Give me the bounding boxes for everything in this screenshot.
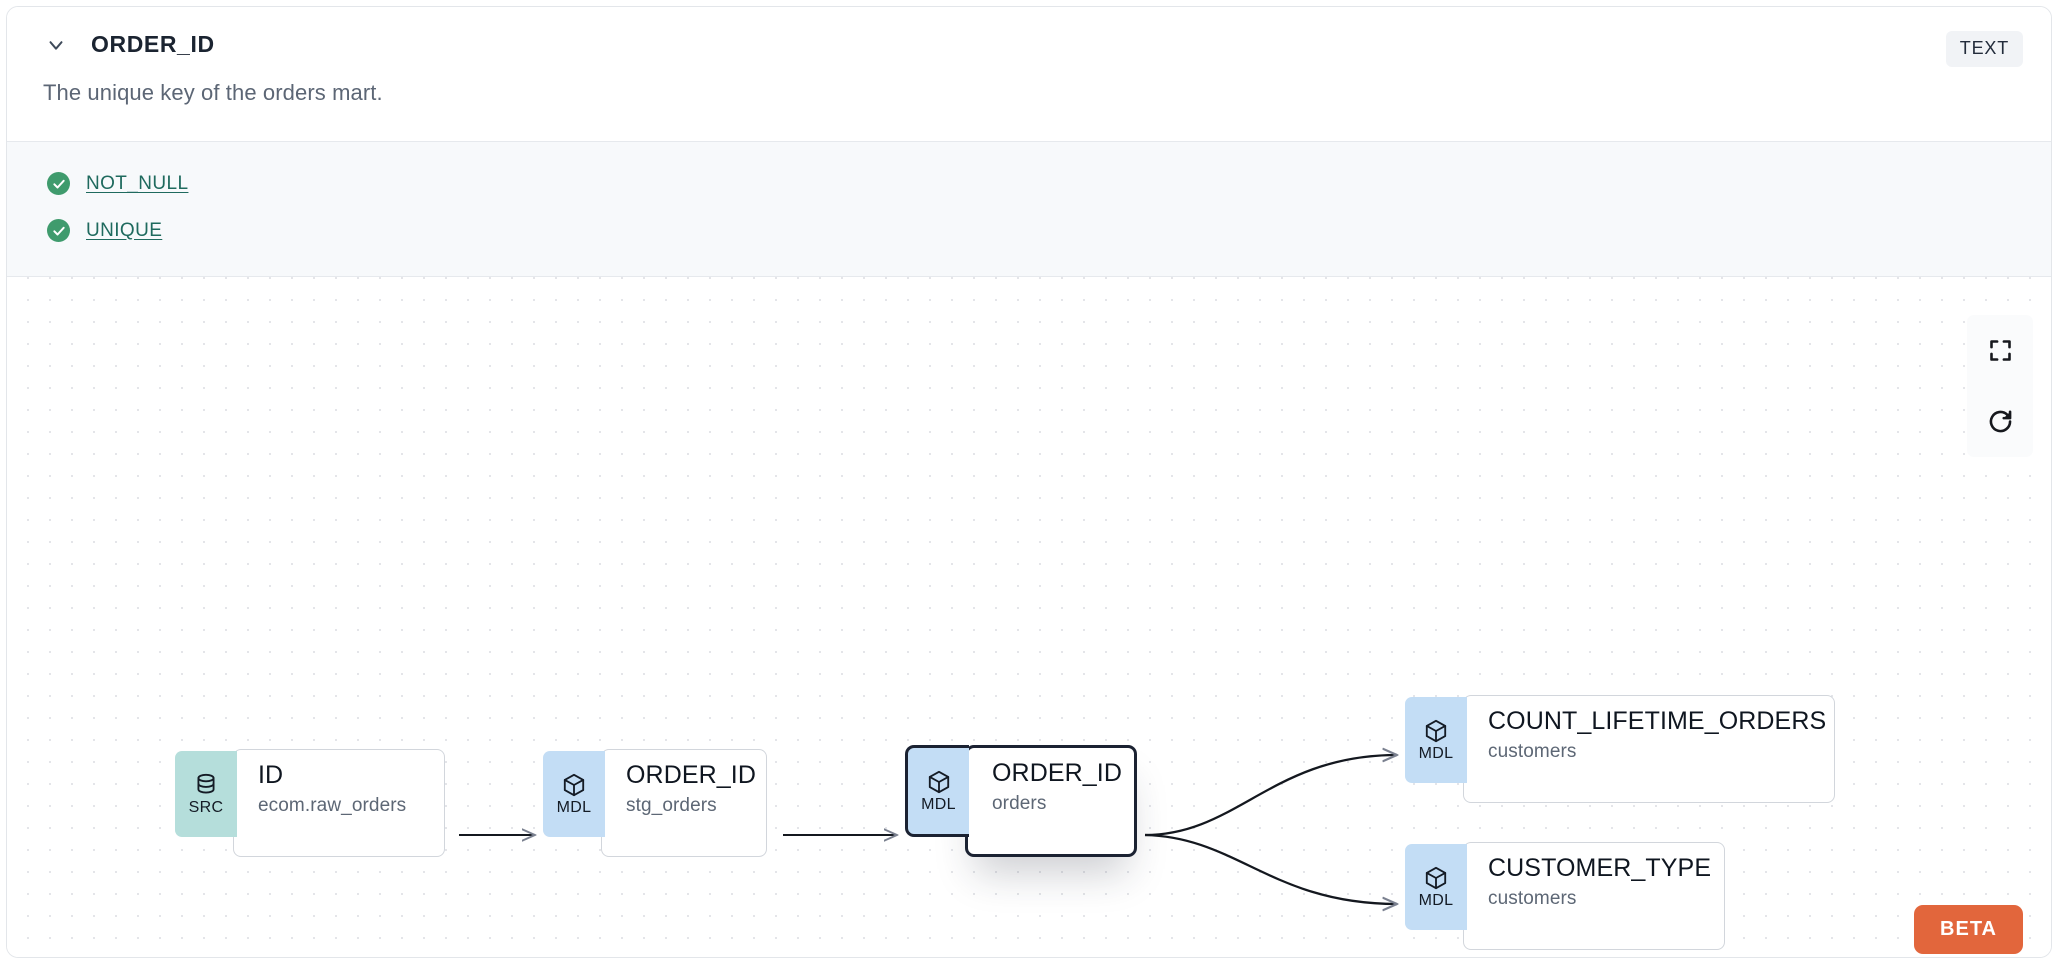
data-type-badge: TEXT bbox=[1945, 31, 2023, 67]
node-parent: customers bbox=[1488, 887, 1577, 909]
cube-icon bbox=[563, 773, 585, 797]
canvas-controls bbox=[1967, 315, 2033, 457]
tests-section: NOT_NULL UNIQUE bbox=[7, 142, 2051, 277]
lineage-node-stg[interactable]: MDL ORDER_ID stg_orders bbox=[543, 749, 767, 857]
node-badge-label: MDL bbox=[921, 796, 956, 813]
refresh-icon bbox=[1989, 410, 2011, 433]
cube-icon bbox=[1425, 719, 1447, 743]
node-badge-label: MDL bbox=[1418, 892, 1454, 909]
lineage-node-src[interactable]: SRC ID ecom.raw_orders bbox=[175, 749, 445, 857]
node-parent: ecom.raw_orders bbox=[258, 794, 407, 816]
check-circle-icon bbox=[47, 172, 70, 195]
node-body: ID ecom.raw_orders bbox=[233, 749, 445, 857]
node-name: CUSTOMER_TYPE bbox=[1488, 854, 1712, 882]
node-name: ID bbox=[258, 761, 284, 789]
node-body: ORDER_ID stg_orders bbox=[601, 749, 767, 857]
refresh-button[interactable] bbox=[1967, 386, 2033, 457]
column-detail-panel: ORDER_ID TEXT The unique key of the orde… bbox=[6, 6, 2052, 958]
node-badge-mdl: MDL bbox=[905, 745, 969, 837]
test-link-unique[interactable]: UNIQUE bbox=[86, 219, 163, 241]
page-title: ORDER_ID bbox=[91, 31, 215, 57]
check-circle-icon bbox=[47, 219, 70, 242]
node-parent: orders bbox=[992, 792, 1047, 814]
fit-screen-icon bbox=[1989, 340, 2011, 361]
node-badge-label: SRC bbox=[188, 799, 224, 816]
database-icon bbox=[197, 773, 215, 794]
cube-icon bbox=[1425, 866, 1447, 890]
test-row[interactable]: NOT_NULL bbox=[7, 160, 2051, 207]
fit-view-button[interactable] bbox=[1967, 315, 2033, 386]
lineage-node-customer-type[interactable]: MDL CUSTOMER_TYPE customers bbox=[1405, 842, 1725, 950]
title-row: ORDER_ID bbox=[7, 7, 2051, 58]
cube-icon bbox=[928, 770, 949, 794]
beta-badge[interactable]: BETA bbox=[1914, 905, 2023, 954]
node-badge-label: MDL bbox=[1418, 745, 1454, 762]
node-body: CUSTOMER_TYPE customers bbox=[1463, 842, 1725, 950]
node-badge-mdl: MDL bbox=[1405, 844, 1467, 930]
node-name: ORDER_ID bbox=[626, 761, 756, 789]
lineage-edges bbox=[459, 277, 2051, 958]
column-description: The unique key of the orders mart. bbox=[43, 80, 383, 105]
node-body: ORDER_ID orders bbox=[965, 745, 1137, 857]
edge-orders-custtype bbox=[1144, 833, 1397, 904]
test-row[interactable]: UNIQUE bbox=[7, 207, 2051, 254]
chevron-down-icon[interactable] bbox=[43, 32, 69, 58]
node-badge-label: MDL bbox=[556, 799, 592, 816]
node-badge-mdl: MDL bbox=[1405, 697, 1467, 783]
node-badge-src: SRC bbox=[175, 751, 237, 837]
node-name: COUNT_LIFETIME_ORDERS bbox=[1488, 707, 1827, 735]
lineage-node-count-lifetime-orders[interactable]: MDL COUNT_LIFETIME_ORDERS customers bbox=[1405, 695, 1835, 803]
node-badge-mdl: MDL bbox=[543, 751, 605, 837]
lineage-node-orders-selected[interactable]: MDL ORDER_ID orders bbox=[905, 745, 1137, 857]
test-link-not-null[interactable]: NOT_NULL bbox=[86, 172, 189, 194]
lineage-canvas[interactable]: SRC ID ecom.raw_orders MDL ORDER_ID stg_… bbox=[7, 277, 2051, 958]
node-body: COUNT_LIFETIME_ORDERS customers bbox=[1463, 695, 1835, 803]
node-parent: customers bbox=[1488, 740, 1577, 762]
node-name: ORDER_ID bbox=[992, 759, 1122, 787]
edge-orders-count bbox=[1144, 755, 1397, 837]
node-parent: stg_orders bbox=[626, 794, 717, 816]
panel-header: ORDER_ID TEXT The unique key of the orde… bbox=[7, 7, 2051, 142]
